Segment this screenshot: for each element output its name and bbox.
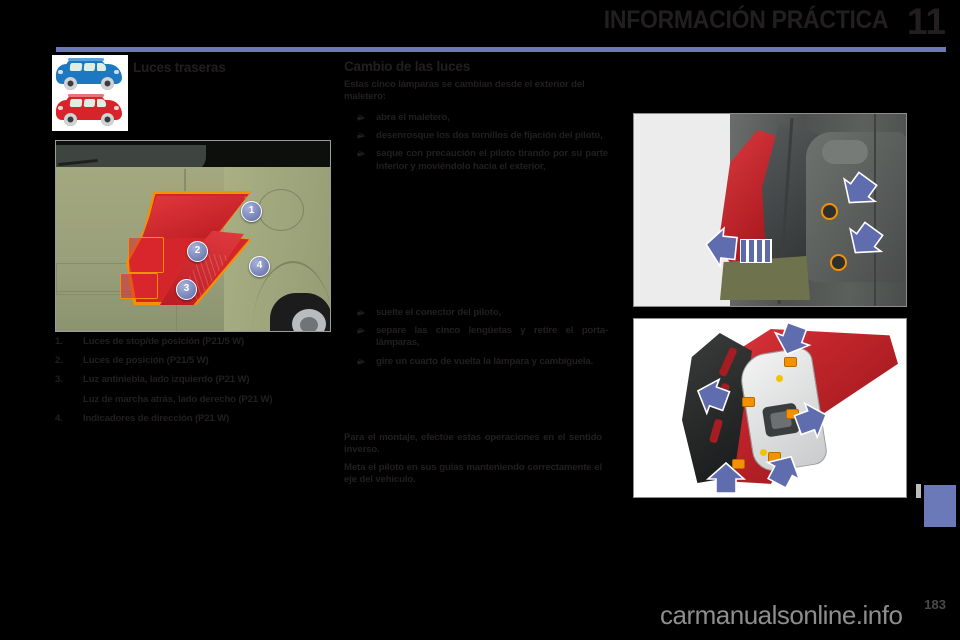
pointing-hand-icon xyxy=(350,327,365,334)
closing-paragraph-2: Meta el piloto en sus guías manteniendo … xyxy=(344,462,602,486)
direction-arrows xyxy=(705,171,884,269)
list-text: Indicadores de dirección (P21 W) xyxy=(83,412,230,424)
page-header: INFORMACIÓN PRÁCTICA 11 xyxy=(0,0,960,46)
list-number: 4. xyxy=(55,412,63,424)
section-title-rear-lights: Luces traseras xyxy=(133,60,226,75)
section-title-bulb-change: Cambio de las luces xyxy=(344,59,470,74)
list-text: Luces de posición (P21/5 W) xyxy=(83,355,209,367)
pointing-hand-icon xyxy=(350,132,365,139)
pointing-hand-icon xyxy=(350,151,365,158)
step-item: desenrosque los dos tornillos de fijació… xyxy=(344,130,608,142)
header-rule xyxy=(56,47,946,52)
chapter-number: 11 xyxy=(906,1,946,42)
step-text: gire un cuarto de vuelta la lámpara y ca… xyxy=(376,355,594,367)
pointing-hand-icon xyxy=(350,358,365,365)
pointing-hand-icon xyxy=(350,309,365,316)
page-title: INFORMACIÓN PRÁCTICA xyxy=(603,6,888,34)
list-item: 1. Luces de stop/de posición (P21/5 W) xyxy=(55,336,325,348)
callout-2: 2 xyxy=(187,241,208,262)
procedure-steps-bottom: suelte el conector del piloto, separe la… xyxy=(344,307,608,374)
step-item: gire un cuarto de vuelta la lámpara y ca… xyxy=(344,356,608,368)
tail-light-screws-illustration xyxy=(633,113,907,307)
step-text: suelte el conector del piloto, xyxy=(376,307,502,318)
intro-paragraph: Estas cinco lámparas se cambian desde el… xyxy=(344,79,585,103)
screw-icon xyxy=(821,203,838,220)
step-item: saque con precaución el piloto tirando p… xyxy=(344,148,608,172)
callout-1: 1 xyxy=(241,201,262,222)
red-car-icon xyxy=(56,94,124,128)
step-item: abra el maletero, xyxy=(344,112,608,124)
closing-paragraph-1: Para el montaje, efectúe estas operacion… xyxy=(344,432,602,456)
step-item: suelte el conector del piloto, xyxy=(344,307,608,319)
blue-car-icon xyxy=(56,58,124,92)
list-number: 1. xyxy=(55,336,63,347)
step-item: separe las cinco lengüetas y retire el p… xyxy=(344,325,608,349)
callout-3: 3 xyxy=(176,279,197,300)
list-subtext: Luz de marcha atrás, lado derecho (P21 W… xyxy=(83,393,273,405)
screw-icon xyxy=(830,254,847,271)
list-item: 2. Luces de posición (P21/5 W) xyxy=(55,355,325,367)
list-item: 4. Indicadores de dirección (P21 W) xyxy=(55,413,325,425)
bulb-list: 1. Luces de stop/de posición (P21/5 W) 2… xyxy=(55,336,325,432)
tab-icon xyxy=(732,459,745,469)
pointing-hand-icon xyxy=(350,114,365,121)
lamp-holder-tabs-illustration xyxy=(633,318,907,498)
step-text: saque con precaución el piloto tirando p… xyxy=(376,148,608,172)
tab-icon xyxy=(742,397,755,407)
list-number: 3. xyxy=(55,374,63,386)
side-tab-marker xyxy=(916,484,921,498)
list-text: Luces de stop/de posición (P21/5 W) xyxy=(83,336,245,347)
step-text: desenrosque los dos tornillos de fijació… xyxy=(376,130,603,142)
list-number: 2. xyxy=(55,355,63,367)
page-number: 183 xyxy=(924,597,946,612)
watermark: carmanualsonline.info xyxy=(660,600,903,630)
chapter-tab xyxy=(924,485,956,527)
procedure-steps-top: abra el maletero, desenrosque los dos to… xyxy=(344,112,608,179)
direction-arrows xyxy=(696,321,828,494)
tab-icon xyxy=(784,357,797,367)
step-text: abra el maletero, xyxy=(376,112,450,123)
callout-4: 4 xyxy=(249,256,270,277)
vehicle-variant-icons xyxy=(52,55,128,131)
step-text: separe las cinco lengüetas y retire el p… xyxy=(376,325,608,349)
rear-light-photo: 1 2 3 4 xyxy=(55,140,331,332)
list-item: 3. Luz antiniebla, lado izquierdo (P21 W… xyxy=(55,374,325,405)
list-text: Luz antiniebla, lado izquierdo (P21 W) xyxy=(83,374,250,386)
